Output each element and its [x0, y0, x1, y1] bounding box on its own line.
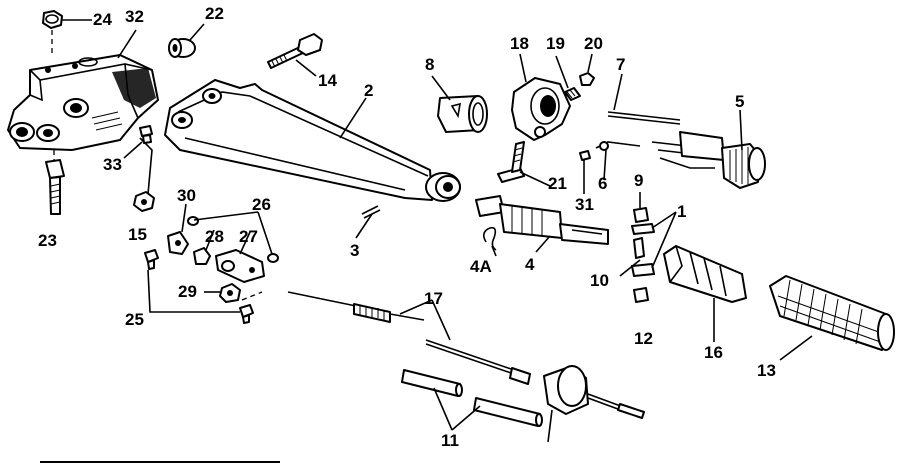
part-8-bushing[interactable]: [437, 95, 488, 133]
callout-14[interactable]: 14: [318, 71, 337, 90]
callout-19[interactable]: 19: [546, 34, 565, 53]
part-5-stop-switch[interactable]: [651, 131, 766, 189]
part-19-set-screw[interactable]: [564, 87, 581, 101]
callout-4[interactable]: 4: [525, 255, 535, 274]
part-27-cable-clamp[interactable]: [215, 249, 265, 283]
part-25-screws[interactable]: [144, 249, 254, 324]
callout-3[interactable]: 3: [350, 241, 360, 260]
part-24-nut[interactable]: [42, 10, 63, 29]
callout-25[interactable]: 25: [125, 310, 144, 329]
callout-23[interactable]: 23: [38, 231, 57, 250]
part-22-washer[interactable]: [168, 38, 196, 58]
callout-22[interactable]: 22: [205, 4, 224, 23]
callout-28[interactable]: 28: [205, 227, 224, 246]
callout-7[interactable]: 7: [616, 55, 626, 74]
callout-24[interactable]: 24: [93, 10, 112, 29]
callout-18[interactable]: 18: [510, 34, 529, 53]
part-9-rollers[interactable]: [633, 207, 649, 303]
callout-31[interactable]: 31: [575, 195, 594, 214]
callout-29[interactable]: 29: [178, 282, 197, 301]
part-31-screw[interactable]: [579, 150, 591, 161]
part-32-steering-bracket[interactable]: [7, 54, 159, 151]
part-4-throttle-shaft[interactable]: [475, 195, 609, 245]
part-30-bracket[interactable]: [167, 231, 189, 255]
callout-33[interactable]: 33: [103, 155, 122, 174]
callout-16[interactable]: 13: [757, 361, 776, 380]
part-13-sleeves[interactable]: [401, 369, 543, 427]
part-1-pins[interactable]: [631, 223, 655, 277]
callout-8[interactable]: 8: [425, 55, 435, 74]
callout-9-top[interactable]: 9: [634, 171, 644, 190]
part-2-steering-arm[interactable]: [164, 79, 461, 202]
part-4a-spring[interactable]: [482, 226, 497, 251]
part-23-bolt[interactable]: [45, 159, 65, 215]
part-28-nut[interactable]: [193, 247, 211, 265]
callout-2[interactable]: 2: [364, 81, 374, 100]
part-18-throttle-cam[interactable]: [511, 77, 571, 141]
callout-26[interactable]: 26: [252, 195, 271, 214]
callout-15[interactable]: 15: [128, 225, 147, 244]
callout-10[interactable]: 10: [590, 271, 609, 290]
part-6-link[interactable]: [595, 141, 641, 151]
callout-9-bottom[interactable]: 12: [634, 329, 653, 348]
callout-21[interactable]: 21: [548, 174, 567, 193]
callout-17[interactable]: 17: [424, 289, 443, 308]
part-15-nut[interactable]: [133, 191, 155, 212]
part-11-cable-end[interactable]: [543, 365, 645, 419]
part-14-bolt[interactable]: [267, 33, 323, 69]
part-29-nut[interactable]: [219, 283, 241, 303]
callout-4a[interactable]: 4A: [470, 257, 492, 276]
part-7-wire[interactable]: [607, 111, 681, 125]
callout-20[interactable]: 20: [584, 34, 603, 53]
callout-30[interactable]: 30: [177, 186, 196, 205]
part-20-nut[interactable]: [579, 72, 595, 86]
callout-32[interactable]: 32: [125, 7, 144, 26]
callout-1[interactable]: 1: [677, 202, 687, 221]
callout-13[interactable]: 11: [441, 431, 459, 450]
callout-27[interactable]: 27: [239, 227, 258, 246]
part-16-rubber-grip[interactable]: [769, 275, 895, 351]
callout-5[interactable]: 5: [735, 92, 745, 111]
part-26-washers[interactable]: [187, 216, 279, 263]
part-12-grip[interactable]: [663, 245, 747, 303]
callout-6[interactable]: 6: [598, 174, 608, 193]
part-17-cables[interactable]: [287, 291, 531, 385]
callout-12[interactable]: 16: [704, 343, 723, 362]
part-21-screw[interactable]: [497, 141, 525, 183]
